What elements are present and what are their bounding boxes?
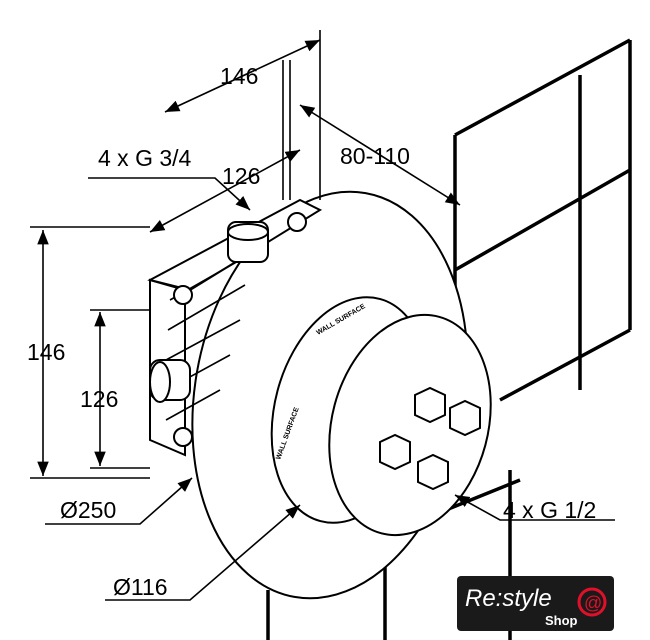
cart-at-icon — [577, 587, 607, 617]
dimension-lines — [30, 30, 615, 601]
outlet-nuts — [379, 386, 481, 491]
at-glyph: @ — [584, 593, 602, 613]
wall-tiles — [266, 38, 632, 640]
dim-inner-height: 126 — [80, 386, 118, 412]
logo-brand: Re:style — [465, 585, 552, 612]
dim-plate-diameter: Ø250 — [60, 497, 116, 523]
dim-left-height: 146 — [27, 339, 65, 365]
thermostat-body: WALL SURFACE WALL SURFACE — [270, 296, 492, 537]
dim-top-width: 146 — [220, 63, 258, 89]
logo-sub: Shop — [545, 613, 578, 628]
dim-inlet-thread: 4 x G 3/4 — [98, 145, 192, 171]
restyle-shop-logo: Re:style Shop @ — [457, 576, 614, 631]
dim-body-diameter: Ø116 — [113, 574, 168, 600]
dim-outlet-thread: 4 x G 1/2 — [503, 497, 596, 523]
dim-inner-width: 126 — [222, 163, 260, 189]
dim-wall-depth: 80-110 — [340, 143, 410, 169]
